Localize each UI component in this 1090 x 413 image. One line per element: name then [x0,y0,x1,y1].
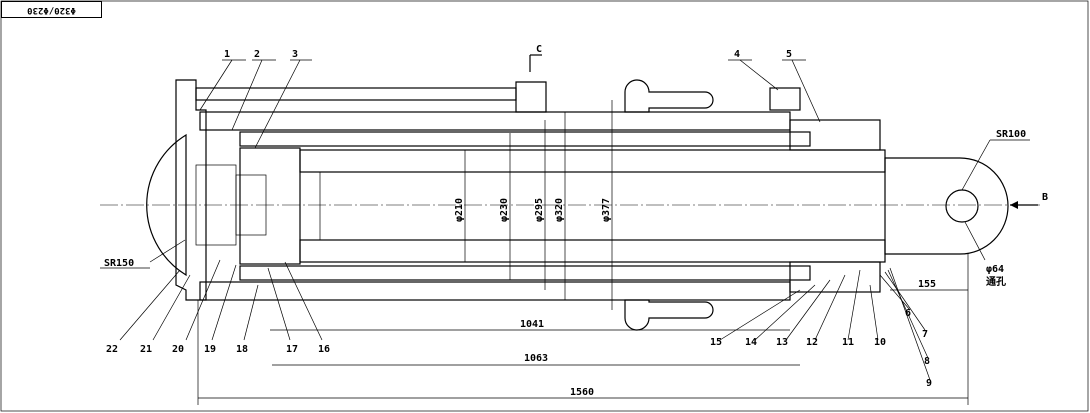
sr150-label: SR150 [104,258,134,269]
part-18: 18 [236,344,248,355]
section-c-label: C [536,44,542,55]
part-6: 6 [905,308,911,319]
eye-diameter-label: φ64 [986,264,1004,275]
end-cap [175,79,207,301]
eye-hole [945,189,979,223]
part-15: 15 [710,337,722,348]
part-7: 7 [922,329,928,340]
pipe-flange [515,81,547,113]
part-4: 4 [734,49,740,60]
rod-wall-bottom [299,239,886,263]
dia-320: φ320 [554,198,565,222]
dim-1560: 1560 [570,387,594,398]
view-b-label: B [1042,192,1048,203]
part-2: 2 [254,49,260,60]
part-21: 21 [140,344,152,355]
middle-tube-top [239,131,811,147]
sr100-label: SR100 [996,129,1026,140]
part-9: 9 [926,378,932,389]
bleed-block [769,87,801,111]
dim-155: 155 [918,279,936,290]
lug-bottom [624,299,714,331]
dia-295: φ295 [534,198,545,222]
eye-note-label: 通孔 [986,275,1006,288]
dim-1041: 1041 [520,319,544,330]
part-20: 20 [172,344,184,355]
left-spherical-end [146,133,187,277]
part-17: 17 [286,344,298,355]
valve-plug [235,174,267,236]
rod-end-plug [299,171,321,241]
part-14: 14 [745,337,757,348]
part-3: 3 [292,49,298,60]
middle-tube-bottom [239,265,811,281]
rod-wall-top [299,149,886,173]
part-16: 16 [318,344,330,355]
part-5: 5 [786,49,792,60]
part-12: 12 [806,337,818,348]
outer-tube-top [199,111,791,131]
part-19: 19 [204,344,216,355]
dim-1063: 1063 [524,353,548,364]
part-22: 22 [106,344,118,355]
part-13: 13 [776,337,788,348]
lug-top [624,79,714,113]
bottom-leaders [119,259,931,381]
dia-377: φ377 [601,198,612,222]
oil-pipe [195,87,517,101]
part-11: 11 [842,337,854,348]
dia-210: φ210 [454,198,465,222]
outer-tube-bottom [199,281,791,301]
gland-top [789,119,881,151]
gland-bottom [789,261,881,293]
dia-230: φ230 [499,198,510,222]
part-8: 8 [924,356,930,367]
piston [239,147,301,265]
part-10: 10 [874,337,886,348]
part-1: 1 [224,49,230,60]
